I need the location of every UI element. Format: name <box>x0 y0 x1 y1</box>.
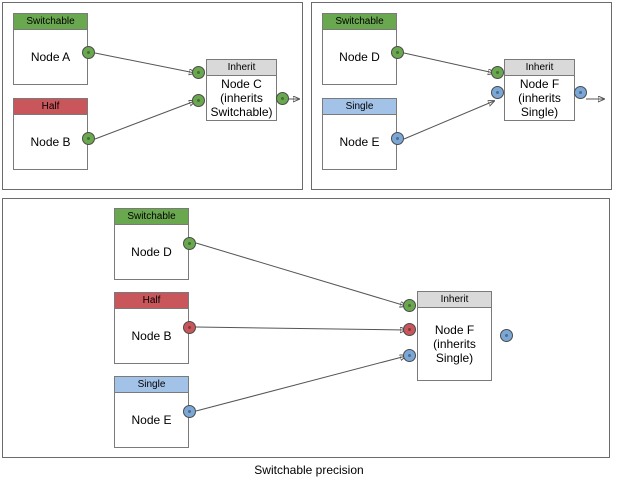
node-f-bottom-header: Inherit <box>418 292 491 308</box>
port-node-f-top-right-input-1[interactable] <box>491 66 504 79</box>
node-a[interactable]: Switchable Node A <box>13 13 88 85</box>
port-node-f-bottom-output[interactable] <box>500 329 513 342</box>
node-d-bottom[interactable]: Switchable Node D <box>114 208 189 280</box>
node-d-top-right-header: Switchable <box>323 14 396 30</box>
port-node-d-top-right-output[interactable] <box>391 46 404 59</box>
node-f-top-right-line-2: (inherits <box>518 91 561 105</box>
node-e-bottom[interactable]: Single Node E <box>114 376 189 448</box>
node-f-top-right[interactable]: Inherit Node F (inherits Single) <box>504 59 575 121</box>
node-b[interactable]: Half Node B <box>13 98 88 170</box>
node-f-top-right-header: Inherit <box>505 60 574 76</box>
node-b-bottom-header: Half <box>115 293 188 309</box>
node-d-top-right[interactable]: Switchable Node D <box>322 13 397 85</box>
port-node-f-bottom-input-1[interactable] <box>403 299 416 312</box>
node-f-bottom-line-3: Single) <box>435 351 474 365</box>
node-c[interactable]: Inherit Node C (inherits Switchable) <box>206 59 277 121</box>
node-e-top-right[interactable]: Single Node E <box>322 98 397 170</box>
node-f-bottom-line-2: (inherits <box>433 337 476 351</box>
port-node-a-output[interactable] <box>82 46 95 59</box>
node-a-header: Switchable <box>14 14 87 30</box>
node-f-bottom-line-1: Node F <box>434 323 475 337</box>
node-f-top-right-line-3: Single) <box>520 105 559 119</box>
node-c-header: Inherit <box>207 60 276 76</box>
port-node-b-output[interactable] <box>82 132 95 145</box>
panel-top-left: Switchable Node A Half Node B Inherit No… <box>2 2 303 190</box>
port-node-b-bottom-output[interactable] <box>183 321 196 334</box>
panel-bottom: Switchable Node D Half Node B Single Nod… <box>2 198 610 458</box>
node-d-bottom-header: Switchable <box>115 209 188 225</box>
node-c-label: Node C (inherits Switchable) <box>207 76 276 120</box>
node-c-line-1: Node C <box>221 77 262 91</box>
port-node-f-top-right-input-2[interactable] <box>491 86 504 99</box>
panel-top-right: Switchable Node D Single Node E Inherit … <box>311 2 612 190</box>
port-node-f-bottom-input-2[interactable] <box>403 323 416 336</box>
node-b-label: Node B <box>30 135 71 149</box>
node-e-bottom-header: Single <box>115 377 188 393</box>
port-node-e-top-right-output[interactable] <box>391 132 404 145</box>
node-b-header: Half <box>14 99 87 115</box>
node-f-bottom[interactable]: Inherit Node F (inherits Single) <box>417 291 492 381</box>
node-e-bottom-label: Node E <box>131 413 172 427</box>
node-f-top-right-label: Node F (inherits Single) <box>505 76 574 120</box>
node-b-bottom[interactable]: Half Node B <box>114 292 189 364</box>
node-e-top-right-header: Single <box>323 99 396 115</box>
node-c-line-2: (inherits <box>220 91 263 105</box>
node-e-top-right-label: Node E <box>339 135 380 149</box>
node-f-top-right-line-1: Node F <box>519 77 560 91</box>
port-node-c-input-1[interactable] <box>192 66 205 79</box>
port-node-d-bottom-output[interactable] <box>183 237 196 250</box>
port-node-e-bottom-output[interactable] <box>183 405 196 418</box>
node-c-line-3: Switchable) <box>210 105 273 119</box>
node-a-label: Node A <box>30 50 71 64</box>
node-b-bottom-label: Node B <box>131 329 172 343</box>
port-node-f-bottom-input-3[interactable] <box>403 349 416 362</box>
port-node-c-output[interactable] <box>276 92 289 105</box>
port-node-f-top-right-output[interactable] <box>574 86 587 99</box>
node-d-top-right-label: Node D <box>339 50 380 64</box>
diagram-caption: Switchable precision <box>254 463 364 477</box>
node-d-bottom-label: Node D <box>131 245 172 259</box>
port-node-c-input-2[interactable] <box>192 94 205 107</box>
node-f-bottom-label: Node F (inherits Single) <box>418 308 491 380</box>
